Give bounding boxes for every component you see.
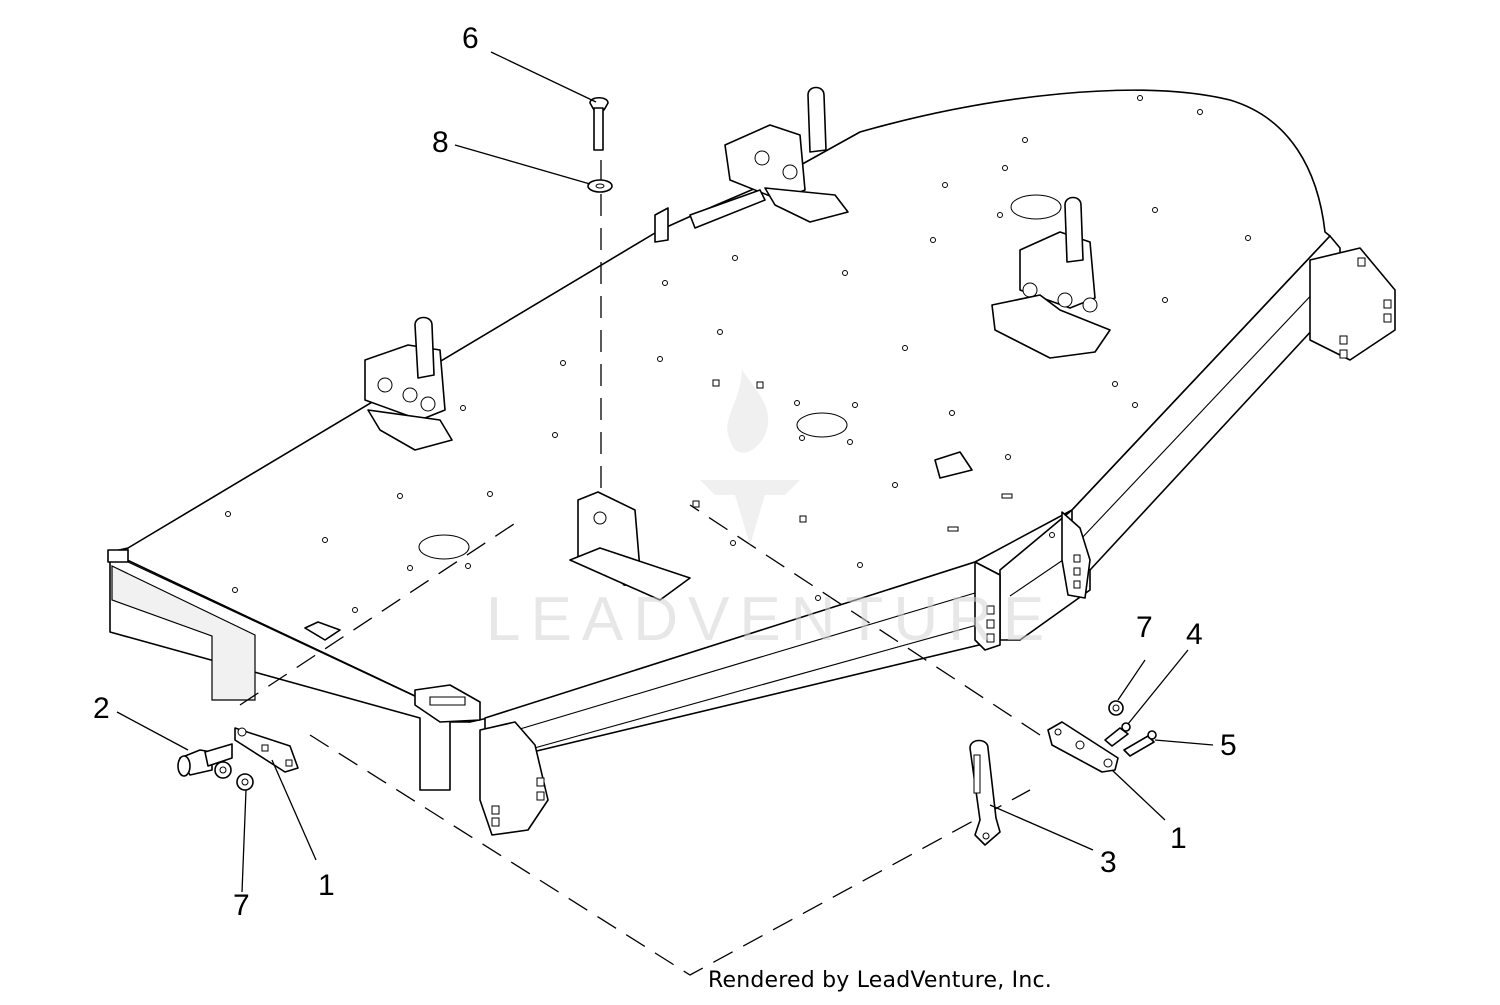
assembly-lines bbox=[239, 160, 1041, 976]
callout-4: 4 bbox=[1186, 618, 1203, 651]
leadventure-watermark: LEADVENTURE bbox=[486, 370, 1054, 654]
callout-6: 6 bbox=[462, 22, 479, 55]
callout-2: 2 bbox=[93, 692, 110, 725]
height-adjust-bracket-left bbox=[364, 316, 453, 451]
front-right-bracket bbox=[974, 511, 1091, 651]
v-logo-icon bbox=[700, 480, 800, 545]
part-7-nut-right bbox=[1108, 700, 1124, 716]
part-1-link-right bbox=[1047, 721, 1119, 773]
callout-8: 8 bbox=[432, 126, 449, 159]
spindle-openings bbox=[418, 194, 1062, 560]
leader-lines bbox=[116, 51, 1214, 893]
watermark-brand: LEADVENTURE bbox=[486, 585, 1054, 654]
callout-5: 5 bbox=[1220, 729, 1237, 762]
callout-7-left: 7 bbox=[233, 889, 250, 922]
part-2-bolt bbox=[177, 743, 233, 777]
front-left-bracket bbox=[414, 684, 549, 836]
callout-3: 3 bbox=[1100, 846, 1117, 879]
part-4-clevis-pin bbox=[1104, 722, 1131, 747]
render-credit: Rendered by LeadVenture, Inc. bbox=[708, 968, 1052, 993]
height-adjust-bracket-right bbox=[991, 196, 1111, 359]
callout-7-right: 7 bbox=[1136, 611, 1153, 644]
callout-1-left: 1 bbox=[318, 869, 335, 902]
part-8-washer bbox=[587, 179, 613, 193]
height-adjust-bracket-rear bbox=[654, 86, 849, 243]
deck-holes bbox=[225, 95, 1251, 613]
small-tabs bbox=[304, 451, 973, 641]
callout-1-right: 1 bbox=[1170, 822, 1187, 855]
part-3-height-arm bbox=[969, 739, 1001, 846]
part-6-pin bbox=[589, 96, 609, 151]
front-center-mount bbox=[569, 491, 691, 601]
part-5-cotter-pin bbox=[1123, 730, 1157, 757]
callout-labels: 6 8 2 7 1 7 4 5 1 3 bbox=[93, 22, 1237, 922]
part-7-nut-left bbox=[214, 761, 254, 791]
flame-icon bbox=[727, 370, 769, 453]
part-1-link-left bbox=[234, 727, 299, 773]
